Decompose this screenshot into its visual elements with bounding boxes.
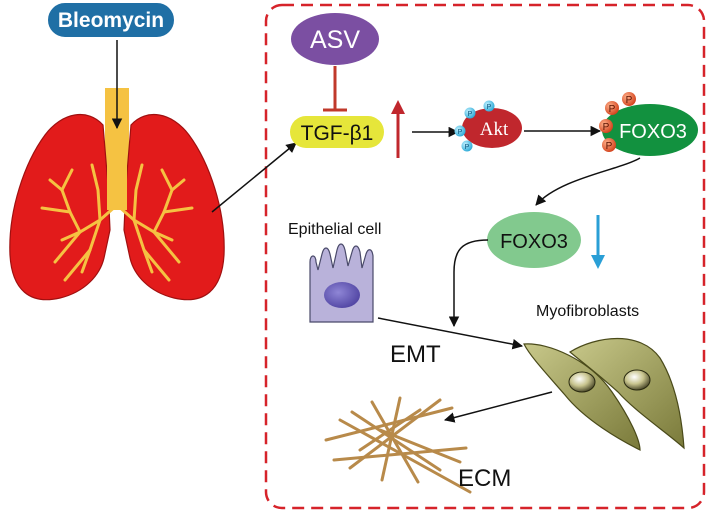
myofibroblast-nucleus-1 — [568, 371, 596, 393]
myofibroblast-nucleus-2 — [623, 369, 651, 391]
bleomycin-badge — [46, 1, 176, 39]
foxo3-phos-node: FOXO3 P P P P — [599, 92, 698, 156]
foxo3-phos-label: FOXO3 — [619, 121, 687, 143]
foxo3-to-emt-arrow — [448, 239, 489, 328]
left-lung — [9, 114, 111, 301]
epithelial-to-myofibroblast-arrow — [377, 317, 524, 350]
tgf-node: TGF-β1 — [290, 116, 384, 148]
asv-label: ASV — [310, 26, 360, 54]
foxo3-ellipse — [487, 212, 581, 268]
akt-ellipse — [462, 108, 522, 148]
pathway-box-border — [264, 3, 706, 510]
myofibroblast-cells — [523, 338, 685, 451]
svg-text:P: P — [603, 122, 610, 133]
tgf-label: TGF-β1 — [301, 122, 374, 145]
svg-text:P: P — [626, 95, 633, 106]
myofibroblast-cell-2 — [568, 338, 685, 450]
tgf-up-arrow — [391, 100, 405, 158]
foxo3-down-arrow — [591, 215, 605, 269]
bronchial-tree — [40, 163, 194, 282]
right-lung — [123, 114, 225, 301]
myofibroblast-cell-1 — [523, 343, 641, 451]
svg-text:P: P — [606, 141, 613, 152]
epithelial-nucleus — [324, 282, 360, 308]
asv-node: ASV — [291, 13, 379, 65]
myofibroblast-to-ecm-arrow — [443, 391, 553, 423]
svg-text:P: P — [487, 104, 492, 111]
akt-label: Akt — [480, 119, 509, 140]
svg-text:P: P — [468, 111, 473, 118]
svg-text:P: P — [458, 129, 463, 136]
asv-ellipse — [291, 13, 379, 65]
lung-to-tgf-arrow — [211, 142, 297, 213]
akt-node: Akt P P P P — [454, 100, 522, 152]
akt-phospho-groups: P P P P — [454, 100, 495, 152]
tgf-pill — [290, 116, 384, 148]
svg-text:P: P — [609, 104, 616, 115]
lung-illustration — [9, 88, 225, 301]
foxo3-phos-ellipse — [602, 104, 698, 156]
myofibroblasts-label: Myofibroblasts — [536, 303, 639, 320]
foxo3-label: FOXO3 — [500, 231, 568, 253]
svg-text:P: P — [465, 144, 470, 151]
epithelial-cell — [309, 243, 374, 323]
ecm-fibers — [324, 396, 472, 494]
epithelial-cell-label: Epithelial cell — [288, 221, 381, 238]
emt-label: EMT — [390, 341, 441, 368]
foxo3-node: FOXO3 — [487, 212, 581, 268]
bleomycin-label: Bleomycin — [58, 9, 164, 32]
foxo3-phospho-groups: P P P P — [599, 92, 636, 152]
bleomycin-node: Bleomycin — [46, 1, 176, 39]
foxo3-phos-to-foxo3-arrow — [535, 157, 641, 206]
ecm-label: ECM — [458, 465, 511, 492]
